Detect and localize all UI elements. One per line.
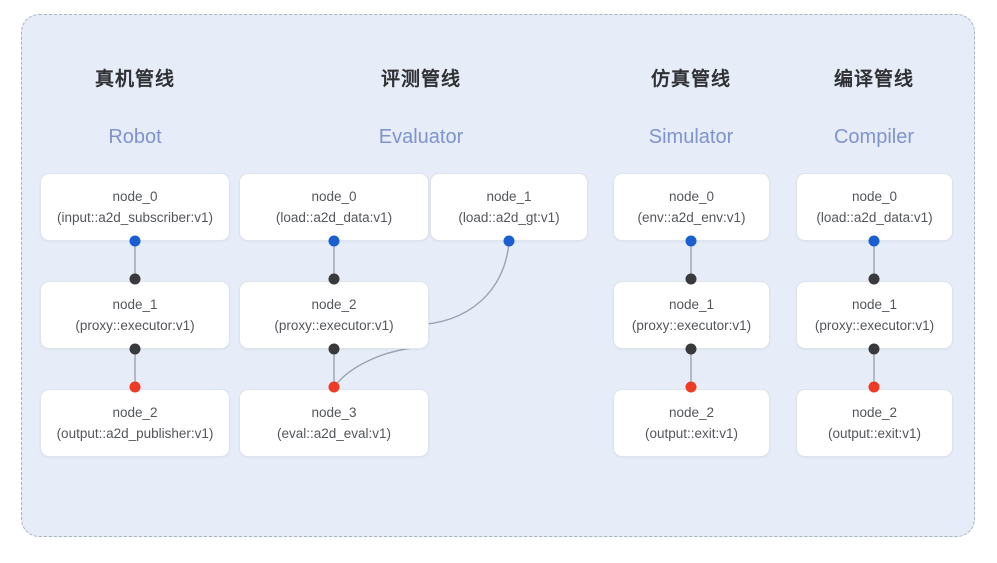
node-name: node_0 (311, 189, 357, 204)
node-name: node_2 (851, 405, 898, 420)
node-name: node_2 (668, 405, 715, 420)
node-name: node_1 (851, 297, 898, 312)
port-input-dot-compiler-0[interactable] (868, 235, 880, 247)
node-compiler-0[interactable]: node_0 (load::a2d_data:v1) (796, 173, 953, 241)
node-evaluator-3[interactable]: node_3 (eval::a2d_eval:v1) (239, 389, 429, 457)
port-output-dot-robot-2[interactable] (129, 381, 141, 393)
pipeline-panel (21, 14, 975, 537)
node-type: (eval::a2d_eval:v1) (276, 426, 392, 441)
node-type: (proxy::executor:v1) (814, 318, 935, 333)
port-input-dot-robot-0[interactable] (129, 235, 141, 247)
node-compiler-1[interactable]: node_1 (proxy::executor:v1) (796, 281, 953, 349)
node-simulator-1[interactable]: node_1 (proxy::executor:v1) (613, 281, 770, 349)
port-bottom-dot-evaluator-2[interactable] (328, 343, 340, 355)
port-output-dot-evaluator-3[interactable] (328, 381, 340, 393)
node-evaluator-2[interactable]: node_2 (proxy::executor:v1) (239, 281, 429, 349)
port-top-dot-robot-1[interactable] (129, 273, 141, 285)
column-header-simulator: 仿真管线 (650, 69, 731, 90)
port-input-dot-evaluator-1[interactable] (503, 235, 515, 247)
column-subheader-robot: Robot (108, 126, 162, 148)
node-name: node_1 (112, 297, 158, 312)
port-bottom-dot-robot-1[interactable] (129, 343, 141, 355)
port-top-dot-evaluator-2[interactable] (328, 273, 340, 285)
column-header-compiler: 编译管线 (833, 69, 914, 90)
port-output-dot-compiler-2[interactable] (868, 381, 880, 393)
node-simulator-0[interactable]: node_0 (env::a2d_env:v1) (613, 173, 770, 241)
node-type: (load::a2d_gt:v1) (458, 210, 560, 225)
port-input-dot-evaluator-0[interactable] (328, 235, 340, 247)
node-evaluator-0[interactable]: node_0 (load::a2d_data:v1) (239, 173, 429, 241)
node-name: node_0 (668, 189, 715, 204)
port-top-dot-compiler-1[interactable] (868, 273, 880, 285)
node-name: node_0 (851, 189, 898, 204)
column-subheader-compiler: Compiler (833, 126, 915, 148)
node-type: (load::a2d_data:v1) (816, 210, 933, 225)
node-type: (output::a2d_publisher:v1) (56, 426, 214, 441)
node-robot-1[interactable]: node_1 (proxy::executor:v1) (40, 281, 230, 349)
node-name: node_0 (112, 189, 158, 204)
port-bottom-dot-simulator-1[interactable] (685, 343, 697, 355)
node-type: (proxy::executor:v1) (274, 318, 394, 333)
port-top-dot-simulator-1[interactable] (685, 273, 697, 285)
node-type: (output::exit:v1) (827, 426, 922, 441)
node-compiler-2[interactable]: node_2 (output::exit:v1) (796, 389, 953, 457)
node-name: node_2 (112, 405, 158, 420)
node-type: (env::a2d_env:v1) (637, 210, 746, 225)
node-name: node_2 (311, 297, 357, 312)
node-name: node_3 (311, 405, 357, 420)
node-name: node_1 (486, 189, 532, 204)
node-type: (input::a2d_subscriber:v1) (56, 210, 214, 225)
node-robot-2[interactable]: node_2 (output::a2d_publisher:v1) (40, 389, 230, 457)
port-output-dot-simulator-2[interactable] (685, 381, 697, 393)
node-type: (output::exit:v1) (644, 426, 739, 441)
port-input-dot-simulator-0[interactable] (685, 235, 697, 247)
column-header-robot: 真机管线 (94, 69, 175, 90)
column-subheader-evaluator: Evaluator (378, 126, 464, 148)
node-type: (proxy::executor:v1) (631, 318, 752, 333)
column-header-evaluator: 评测管线 (380, 69, 461, 90)
port-bottom-dot-compiler-1[interactable] (868, 343, 880, 355)
node-evaluator-1[interactable]: node_1 (load::a2d_gt:v1) (430, 173, 588, 241)
node-robot-0[interactable]: node_0 (input::a2d_subscriber:v1) (40, 173, 230, 241)
node-type: (proxy::executor:v1) (75, 318, 195, 333)
node-type: (load::a2d_data:v1) (275, 210, 393, 225)
node-simulator-2[interactable]: node_2 (output::exit:v1) (613, 389, 770, 457)
column-subheader-simulator: Simulator (648, 126, 734, 148)
node-name: node_1 (668, 297, 715, 312)
